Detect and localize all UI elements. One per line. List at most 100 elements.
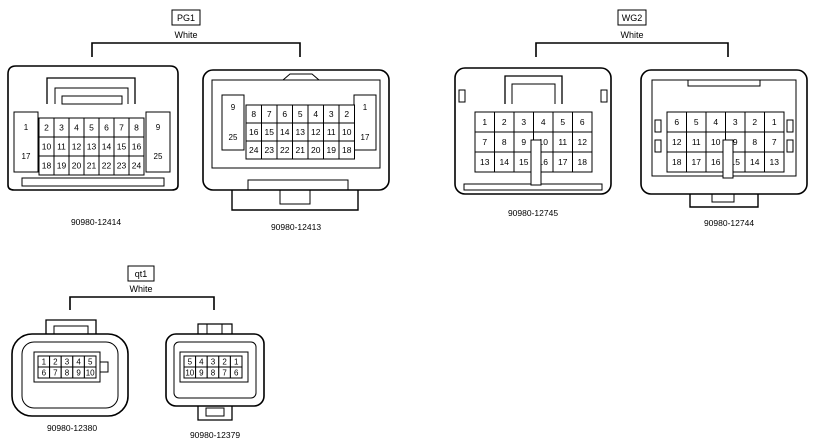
pin-label: 3 bbox=[329, 109, 334, 119]
pin-label: 5 bbox=[188, 357, 193, 366]
pin-frame bbox=[179, 351, 249, 383]
housing-inner bbox=[211, 79, 381, 169]
pin-label: 5 bbox=[298, 109, 303, 119]
pin-label: 23 bbox=[265, 145, 275, 155]
housing-skirt bbox=[689, 194, 759, 208]
pin-label: 10 bbox=[185, 368, 194, 377]
group-qt1: qt1 White bbox=[69, 265, 215, 310]
pin-label: 7 bbox=[222, 368, 227, 377]
housing-inner bbox=[173, 341, 257, 399]
pin-label: 15 bbox=[731, 157, 741, 167]
lock-latch-inner bbox=[53, 325, 89, 334]
pin-label: 1 bbox=[42, 357, 47, 366]
side-block-right bbox=[145, 111, 171, 173]
pin-label: 14 bbox=[280, 127, 290, 137]
pin-label: 19 bbox=[57, 161, 67, 171]
group-color: White bbox=[174, 30, 197, 40]
pin-label: 10 bbox=[342, 127, 352, 137]
pin-label: 14 bbox=[500, 157, 510, 167]
center-key bbox=[530, 139, 542, 186]
pin-label: 9 bbox=[521, 137, 526, 147]
pin-label: 5 bbox=[694, 117, 699, 127]
pin-label: 7 bbox=[482, 137, 487, 147]
pin-label: 12 bbox=[311, 127, 321, 137]
pin-label: 2 bbox=[502, 117, 507, 127]
side-block-left bbox=[13, 111, 39, 173]
pin-label: 6 bbox=[42, 368, 47, 377]
pin-label: 14 bbox=[102, 142, 112, 152]
pin-label: 1 bbox=[482, 117, 487, 127]
pin-label: 2 bbox=[752, 117, 757, 127]
pin-cell bbox=[764, 151, 785, 173]
pin-label: 11 bbox=[57, 142, 66, 152]
housing-inner bbox=[21, 341, 119, 409]
pin-label: 2 bbox=[53, 357, 58, 366]
pin-label: 16 bbox=[711, 157, 721, 167]
part-number: 90980-12379 bbox=[190, 430, 240, 440]
pin-label: 7 bbox=[772, 137, 777, 147]
pin-label: 4 bbox=[713, 117, 718, 127]
group-color: White bbox=[129, 284, 152, 294]
pin-label: 6 bbox=[104, 123, 109, 133]
side-slot bbox=[600, 89, 608, 103]
pin-label: 3 bbox=[59, 123, 64, 133]
lock-tab bbox=[711, 193, 735, 203]
top-ridge bbox=[197, 323, 233, 334]
group-color: White bbox=[620, 30, 643, 40]
pin-label: 4 bbox=[541, 117, 546, 127]
pin-label: 16 bbox=[539, 157, 549, 167]
pin-label: 24 bbox=[249, 145, 259, 155]
housing-skirt bbox=[231, 190, 359, 211]
pin-label: 13 bbox=[480, 157, 490, 167]
pin-label: 5 bbox=[89, 123, 94, 133]
key-notch bbox=[282, 73, 320, 81]
pin-cell bbox=[128, 155, 145, 176]
group-bracket bbox=[91, 42, 301, 57]
pin-label: 13 bbox=[87, 142, 97, 152]
pin-label: 5 bbox=[560, 117, 565, 127]
pin-label: 15 bbox=[265, 127, 275, 137]
pin-label: 4 bbox=[313, 109, 318, 119]
pin-label: 2 bbox=[222, 357, 227, 366]
pin-label: 9 bbox=[733, 137, 738, 147]
lock-tab bbox=[279, 189, 311, 205]
pin-label: 12 bbox=[578, 137, 588, 147]
pin-label: 13 bbox=[770, 157, 780, 167]
pin-label: 16 bbox=[249, 127, 259, 137]
pin-label: 3 bbox=[521, 117, 526, 127]
pin-label: 10 bbox=[711, 137, 721, 147]
lock-tab bbox=[61, 95, 123, 105]
pin-label: 13 bbox=[296, 127, 306, 137]
pin-label: 10 bbox=[86, 368, 95, 377]
side-slot bbox=[99, 361, 109, 373]
pin-label: 8 bbox=[134, 123, 139, 133]
pin-label: 7 bbox=[119, 123, 124, 133]
group-label: WG2 bbox=[622, 13, 643, 23]
part-number: 90980-12744 bbox=[704, 218, 754, 228]
group-pg1: PG1 White bbox=[91, 9, 301, 57]
pin-label: 24 bbox=[132, 161, 142, 171]
pin-label: 14 bbox=[750, 157, 760, 167]
lock-tab bbox=[205, 407, 225, 417]
pin-label: 15 bbox=[117, 142, 127, 152]
group-label-box bbox=[171, 9, 201, 26]
pin-label: 2 bbox=[344, 109, 349, 119]
pin-label: 21 bbox=[87, 161, 97, 171]
pin-label: 18 bbox=[342, 145, 352, 155]
pin-label: 23 bbox=[117, 161, 127, 171]
pin-label: 10 bbox=[42, 142, 52, 152]
pin-label: 18 bbox=[42, 161, 52, 171]
side-pin-label: 9 bbox=[231, 103, 236, 112]
pin-label: 4 bbox=[199, 357, 204, 366]
pin-label: 3 bbox=[733, 117, 738, 127]
pin-label: 8 bbox=[752, 137, 757, 147]
pin-cell bbox=[229, 366, 243, 379]
